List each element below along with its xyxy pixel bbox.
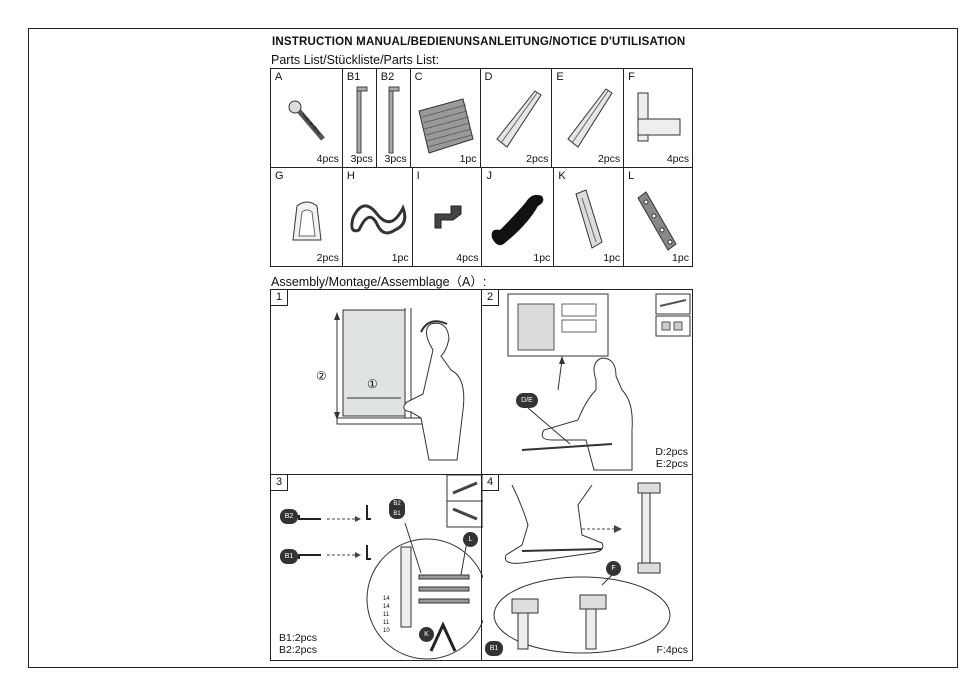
parts-row-2: G 2pcs H 1pc I 4pcs J 1pc K 1pc [270,168,693,267]
part-letter: F [628,71,635,83]
part-f: F 4pcs [624,69,693,168]
step-4-qty-f: F:4pcs [656,644,688,656]
callout-b1: B1 [485,641,503,656]
parts-list-heading: Parts List/Stückliste/Parts List: [271,53,440,67]
corner-connector-icon [637,92,681,142]
profile-clip-icon [575,189,603,249]
cord-loop-icon [350,204,407,235]
pin-dimensions: 14 14 11 11 10 [383,595,413,639]
part-letter: I [416,170,420,182]
page-border [28,28,958,668]
callout-b2-b1: B2 B1 [389,499,405,519]
part-qty: 4pcs [316,153,339,165]
part-qty: 1pc [459,153,477,165]
step-3-qty-b2: B2:2pcs [279,644,317,656]
insert-pins-illustration [298,475,483,660]
handle-icon [492,194,544,246]
part-letter: C [414,71,423,83]
part-qty: 3pcs [350,153,373,165]
cut-rails-illustration [507,293,691,471]
part-letter: B2 [380,71,395,83]
part-qty: 1pc [533,252,551,264]
callout-d-e: D/E [516,393,538,408]
bracket-pin-icon [388,86,400,154]
part-qty: 1pc [672,252,689,264]
part-b2: B2 3pcs [376,69,411,168]
step-3-panel: 3 B2 B1 B2 B1 L K 14 14 11 11 10 B1:2pcs… [270,474,483,661]
part-g: G 2pcs [271,168,343,267]
part-letter: G [275,170,284,182]
callout-k: K [419,627,434,642]
measure-window-illustration [334,308,465,461]
clip-icon [434,205,462,229]
parts-row-1: A 4pcs B1 3pcs B2 3pcs C [270,68,693,168]
chain-bracket-icon [637,191,677,251]
dim-label: 11 [383,620,390,626]
callout-b2: B2 [280,509,298,524]
step-number: 1 [271,290,288,306]
bracket-pin-icon [356,86,368,154]
assembly-heading: Assembly/Montage/Assemblage（A）: [271,275,487,289]
attach-connectors-illustration [493,482,671,654]
part-letter: L [628,170,635,182]
part-letter: K [558,170,566,182]
part-letter: J [486,170,492,182]
dim-label: 11 [383,612,390,618]
rail-profile-icon [567,88,614,148]
part-qty: 4pcs [666,153,689,165]
step-number: 3 [271,475,288,491]
part-qty: 2pcs [316,252,339,264]
part-qty: 1pc [603,252,621,264]
callout-f: F [606,561,621,576]
dim-label: 14 [383,596,390,602]
dim-label: 14 [383,604,390,610]
part-letter: D [484,71,493,83]
manual-title: INSTRUCTION MANUAL/BEDIENUNSANLEITUNG/NO… [272,36,686,48]
part-letter: B1 [346,71,361,83]
part-letter: A [275,71,283,83]
part-l: L 1pc [624,168,693,267]
part-qty: 1pc [391,252,409,264]
part-i: I 4pcs [412,168,483,267]
measure-marker-1: ① [367,377,378,391]
part-j: J 1pc [482,168,555,267]
part-qty: 4pcs [456,252,479,264]
part-letter: H [346,170,355,182]
measure-marker-2: ② [316,369,327,383]
dim-label: 10 [383,628,390,634]
callout-b1: B1 [280,549,298,564]
part-qty: 2pcs [597,153,621,165]
part-e: E 2pcs [552,69,625,168]
part-qty: 2pcs [526,153,549,165]
step-2-panel: 2 D/E D:2pcs E:2pcs [481,289,693,475]
part-letter: E [556,71,564,83]
step-2-qty-e: E:2pcs [655,458,688,470]
step-1-panel: 1 ② ① [270,289,482,475]
step-3-qty-b1: B1:2pcs [279,632,317,644]
rail-profile-icon [495,90,542,148]
part-d: D 2pcs [480,69,553,168]
step-4-panel: 4 F B1 F:4pcs [481,474,693,661]
pleated-blind-icon [418,98,474,154]
part-k: K 1pc [554,168,625,267]
step-number: 4 [482,475,499,491]
part-b1: B1 3pcs [342,69,377,168]
part-h: H 1pc [342,168,413,267]
part-c: C 1pc [410,69,481,168]
step-2-qty-d: D:2pcs [655,446,688,458]
part-qty: 3pcs [384,153,407,165]
part-a: A 4pcs [271,69,343,168]
end-cap-icon [292,201,322,241]
step-number: 2 [482,290,499,306]
screw-icon [288,100,325,141]
callout-l: L [463,532,478,547]
